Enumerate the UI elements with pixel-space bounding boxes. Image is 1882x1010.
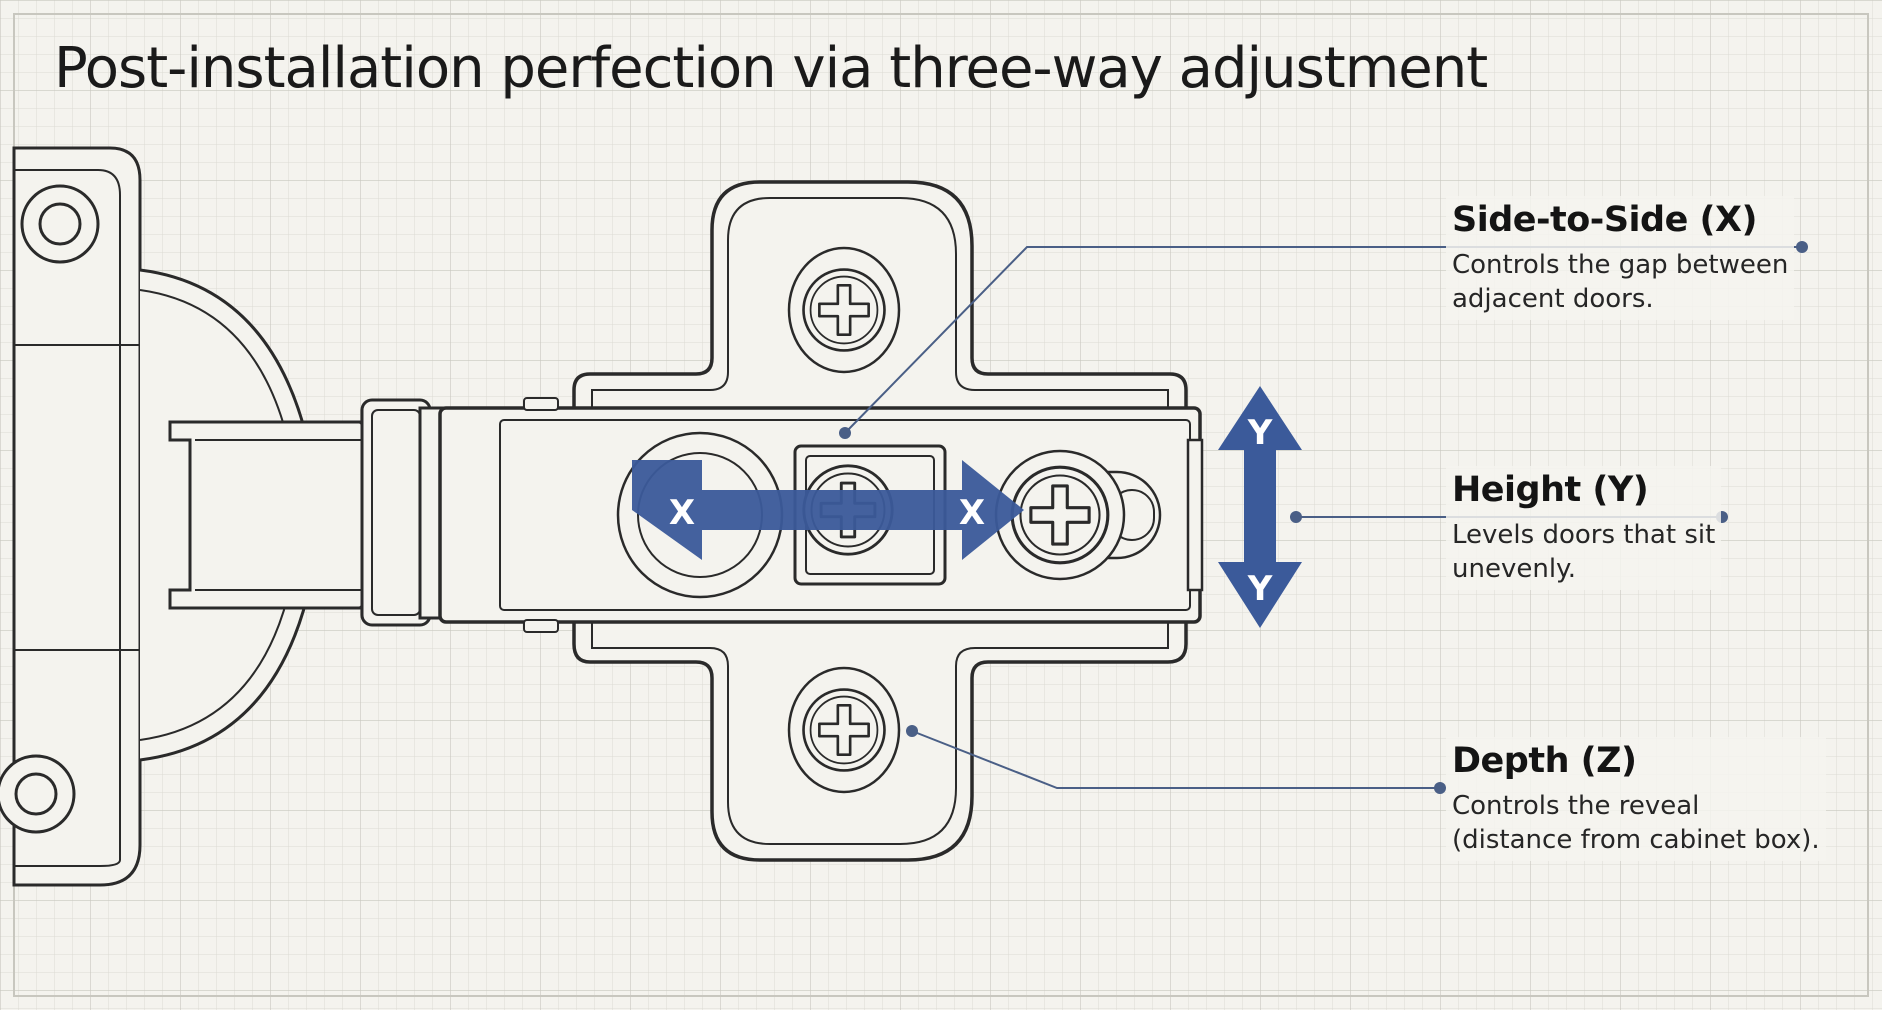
callout-side-to-side: Side-to-Side (X) Controls the gap betwee… xyxy=(1446,196,1795,320)
x-right-label: X xyxy=(959,493,985,533)
double-arrow-y-icon xyxy=(1218,386,1302,628)
x-left-label: X xyxy=(669,493,695,533)
screw-head-icon xyxy=(802,688,886,772)
callout-description: Controls the reveal (distance from cabin… xyxy=(1452,791,1820,855)
door-plate xyxy=(0,146,181,887)
page-title: Post-installation perfection via three-w… xyxy=(54,36,1488,101)
callout-description: Levels doors that sit unevenly. xyxy=(1452,520,1716,584)
callout-description: Controls the gap between adjacent doors. xyxy=(1452,250,1789,314)
double-arrow-x-icon xyxy=(632,460,1024,560)
callout-heading: Side-to-Side (X) xyxy=(1452,200,1757,240)
callout-height: Height (Y) Levels doors that sit unevenl… xyxy=(1446,466,1722,590)
screw-head-icon xyxy=(802,268,886,352)
screw-head-icon xyxy=(1010,465,1110,565)
leader-line-z xyxy=(911,730,1440,789)
callout-heading: Depth (Z) xyxy=(1452,741,1637,781)
callout-heading: Height (Y) xyxy=(1452,470,1649,510)
y-top-label: Y xyxy=(1247,413,1273,453)
callout-depth: Depth (Z) Controls the reveal (distance … xyxy=(1446,737,1826,861)
y-bottom-label: Y xyxy=(1247,569,1273,609)
